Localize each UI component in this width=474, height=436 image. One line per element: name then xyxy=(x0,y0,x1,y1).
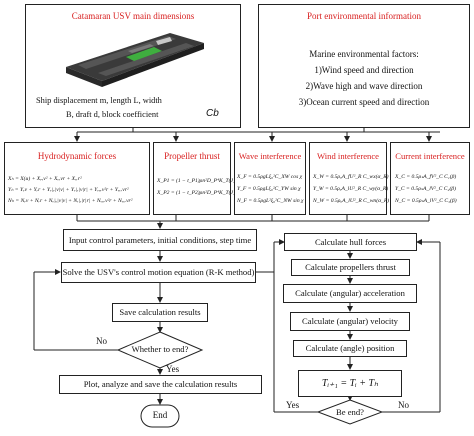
hydrodynamic-eq-n: Nₕ = Nᵥv + Nᵣr + Nᵥ|ᵥ|v|v| + Nᵣ|ᵣ|r|r| +… xyxy=(8,198,133,204)
marine-factor-wind: 1)Wind speed and direction xyxy=(314,65,414,75)
hydrodynamic-forces-title: Hydrodynamic forces xyxy=(37,151,117,161)
wave-interference-box: Wave interference X_F = 0.5ρgLξ₀²C_XW co… xyxy=(234,142,306,215)
wind-interference-title: Wind interference xyxy=(317,151,379,161)
propeller-thrust-box: Propeller thrust X_P1 = (1 − t_P1)ρn²D_P… xyxy=(153,142,244,215)
right-no-label: No xyxy=(398,400,409,410)
plot-results-label: Plot, analyze and save the calculation r… xyxy=(83,379,238,389)
velocity-label: Calculate (angular) velocity xyxy=(302,316,398,326)
plot-results-box: Plot, analyze and save the calculation r… xyxy=(59,375,262,394)
input-parameters-box: Input control parameters, initial condit… xyxy=(63,229,257,251)
wave-eq-x: X_F = 0.5ρgLξ₀²C_XW cos χ xyxy=(237,174,303,180)
acceleration-label: Calculate (angular) acceleration xyxy=(295,288,405,298)
current-eq-x: X_C = 0.5ρₛA_fV²_C C₁(β) xyxy=(395,174,457,180)
current-interference-title: Current interference xyxy=(395,151,465,161)
usv-description-line-2: B, draft d, block coefficient xyxy=(66,110,159,119)
hull-forces-label: Calculate hull forces xyxy=(314,237,387,247)
current-interference-box: Current interference X_C = 0.5ρₛA_fV²_C … xyxy=(390,142,470,215)
propeller-eq-1: X_P1 = (1 − t_P1)ρn²D_P⁴K_T(J_P1) xyxy=(157,178,244,184)
position-label: Calculate (angle) position xyxy=(305,343,395,353)
propellers-thrust-calc-label: Calculate propellers thrust xyxy=(305,262,396,272)
usv-dimensions-box: Catamaran USV main dimensions Ship displ… xyxy=(25,4,241,128)
save-results-label: Save calculation results xyxy=(119,307,201,317)
wind-eq-n: N_W = 0.5ρₐA_lU²_R C_wn(α_R) xyxy=(313,198,390,204)
wind-eq-x: X_W = 0.5ρₐA_fU²_R C_wx(α_R) xyxy=(313,174,389,180)
port-environment-box: Port environmental information Marine en… xyxy=(258,4,470,128)
propellers-thrust-calc-box: Calculate propellers thrust xyxy=(291,259,410,276)
block-coefficient-symbol: Cb xyxy=(206,108,219,119)
right-yes-label: Yes xyxy=(286,400,300,410)
left-no-label: No xyxy=(96,336,107,346)
usv-description-line-1: Ship displacement m, length L, width xyxy=(36,96,162,105)
port-environment-title: Port environmental information xyxy=(307,11,421,21)
wind-interference-box: Wind interference X_W = 0.5ρₐA_fU²_R C_w… xyxy=(309,142,390,215)
current-eq-y: Y_C = 0.5ρₛA_lV²_C C₂(β) xyxy=(395,186,456,192)
wave-eq-n: N_F = 0.5ρgL²ξ₀²C_NW sin χ xyxy=(237,198,304,204)
usv-dimensions-title: Catamaran USV main dimensions xyxy=(71,11,195,21)
input-parameters-label: Input control parameters, initial condit… xyxy=(68,235,252,245)
marine-factors-title: Marine environmental factors: xyxy=(309,49,419,59)
save-results-box: Save calculation results xyxy=(112,303,208,322)
catamaran-usv-image xyxy=(66,33,204,87)
time-step-formula: Tᵢ₊₁ = Tᵢ + Tₕ xyxy=(321,378,379,389)
whether-to-end-label: Whether to end? xyxy=(131,344,189,354)
solve-equation-box: Solve the USV's control motion equation … xyxy=(61,262,256,283)
be-end-label: Be end? xyxy=(336,407,364,417)
end-label: End xyxy=(152,410,168,420)
wind-eq-y: Y_W = 0.5ρₐA_lU²_R C_wy(α_R) xyxy=(313,186,389,192)
acceleration-box: Calculate (angular) acceleration xyxy=(283,284,417,303)
current-eq-n: N_C = 0.5ρₛA_lV²_C C₃(β) xyxy=(395,198,457,204)
hull-forces-box: Calculate hull forces xyxy=(284,233,417,251)
solve-equation-label: Solve the USV's control motion equation … xyxy=(62,267,255,277)
propeller-eq-2: X_P2 = (1 − t_P2)ρn²D_P⁴K_T(J_P2) xyxy=(157,190,244,196)
time-step-formula-box: Tᵢ₊₁ = Tᵢ + Tₕ xyxy=(298,370,402,397)
position-box: Calculate (angle) position xyxy=(293,340,407,357)
velocity-box: Calculate (angular) velocity xyxy=(290,312,410,331)
hydrodynamic-eq-y: Yₕ = Yᵥv + Yᵣr + Yᵥ|ᵥ|v|v| + Yᵥ|ᵣ|v|r| +… xyxy=(8,187,129,193)
hydrodynamic-forces-box: Hydrodynamic forces Xₕ = X(u) + Xᵥᵥv² + … xyxy=(4,142,150,215)
wave-eq-y: Y_F = 0.5ρgLξ₀²C_YW sin χ xyxy=(237,186,301,192)
hydrodynamic-eq-x: Xₕ = X(u) + Xᵥᵥv² + Xᵥᵣvr + Xᵣᵣr² xyxy=(8,176,82,182)
marine-factor-wave: 2)Wave high and wave direction xyxy=(305,81,423,91)
wave-interference-title: Wave interference xyxy=(238,151,302,161)
propeller-thrust-title: Propeller thrust xyxy=(164,151,220,161)
left-yes-label: Yes xyxy=(166,364,180,374)
marine-factor-current: 3)Ocean current speed and direction xyxy=(298,97,430,107)
